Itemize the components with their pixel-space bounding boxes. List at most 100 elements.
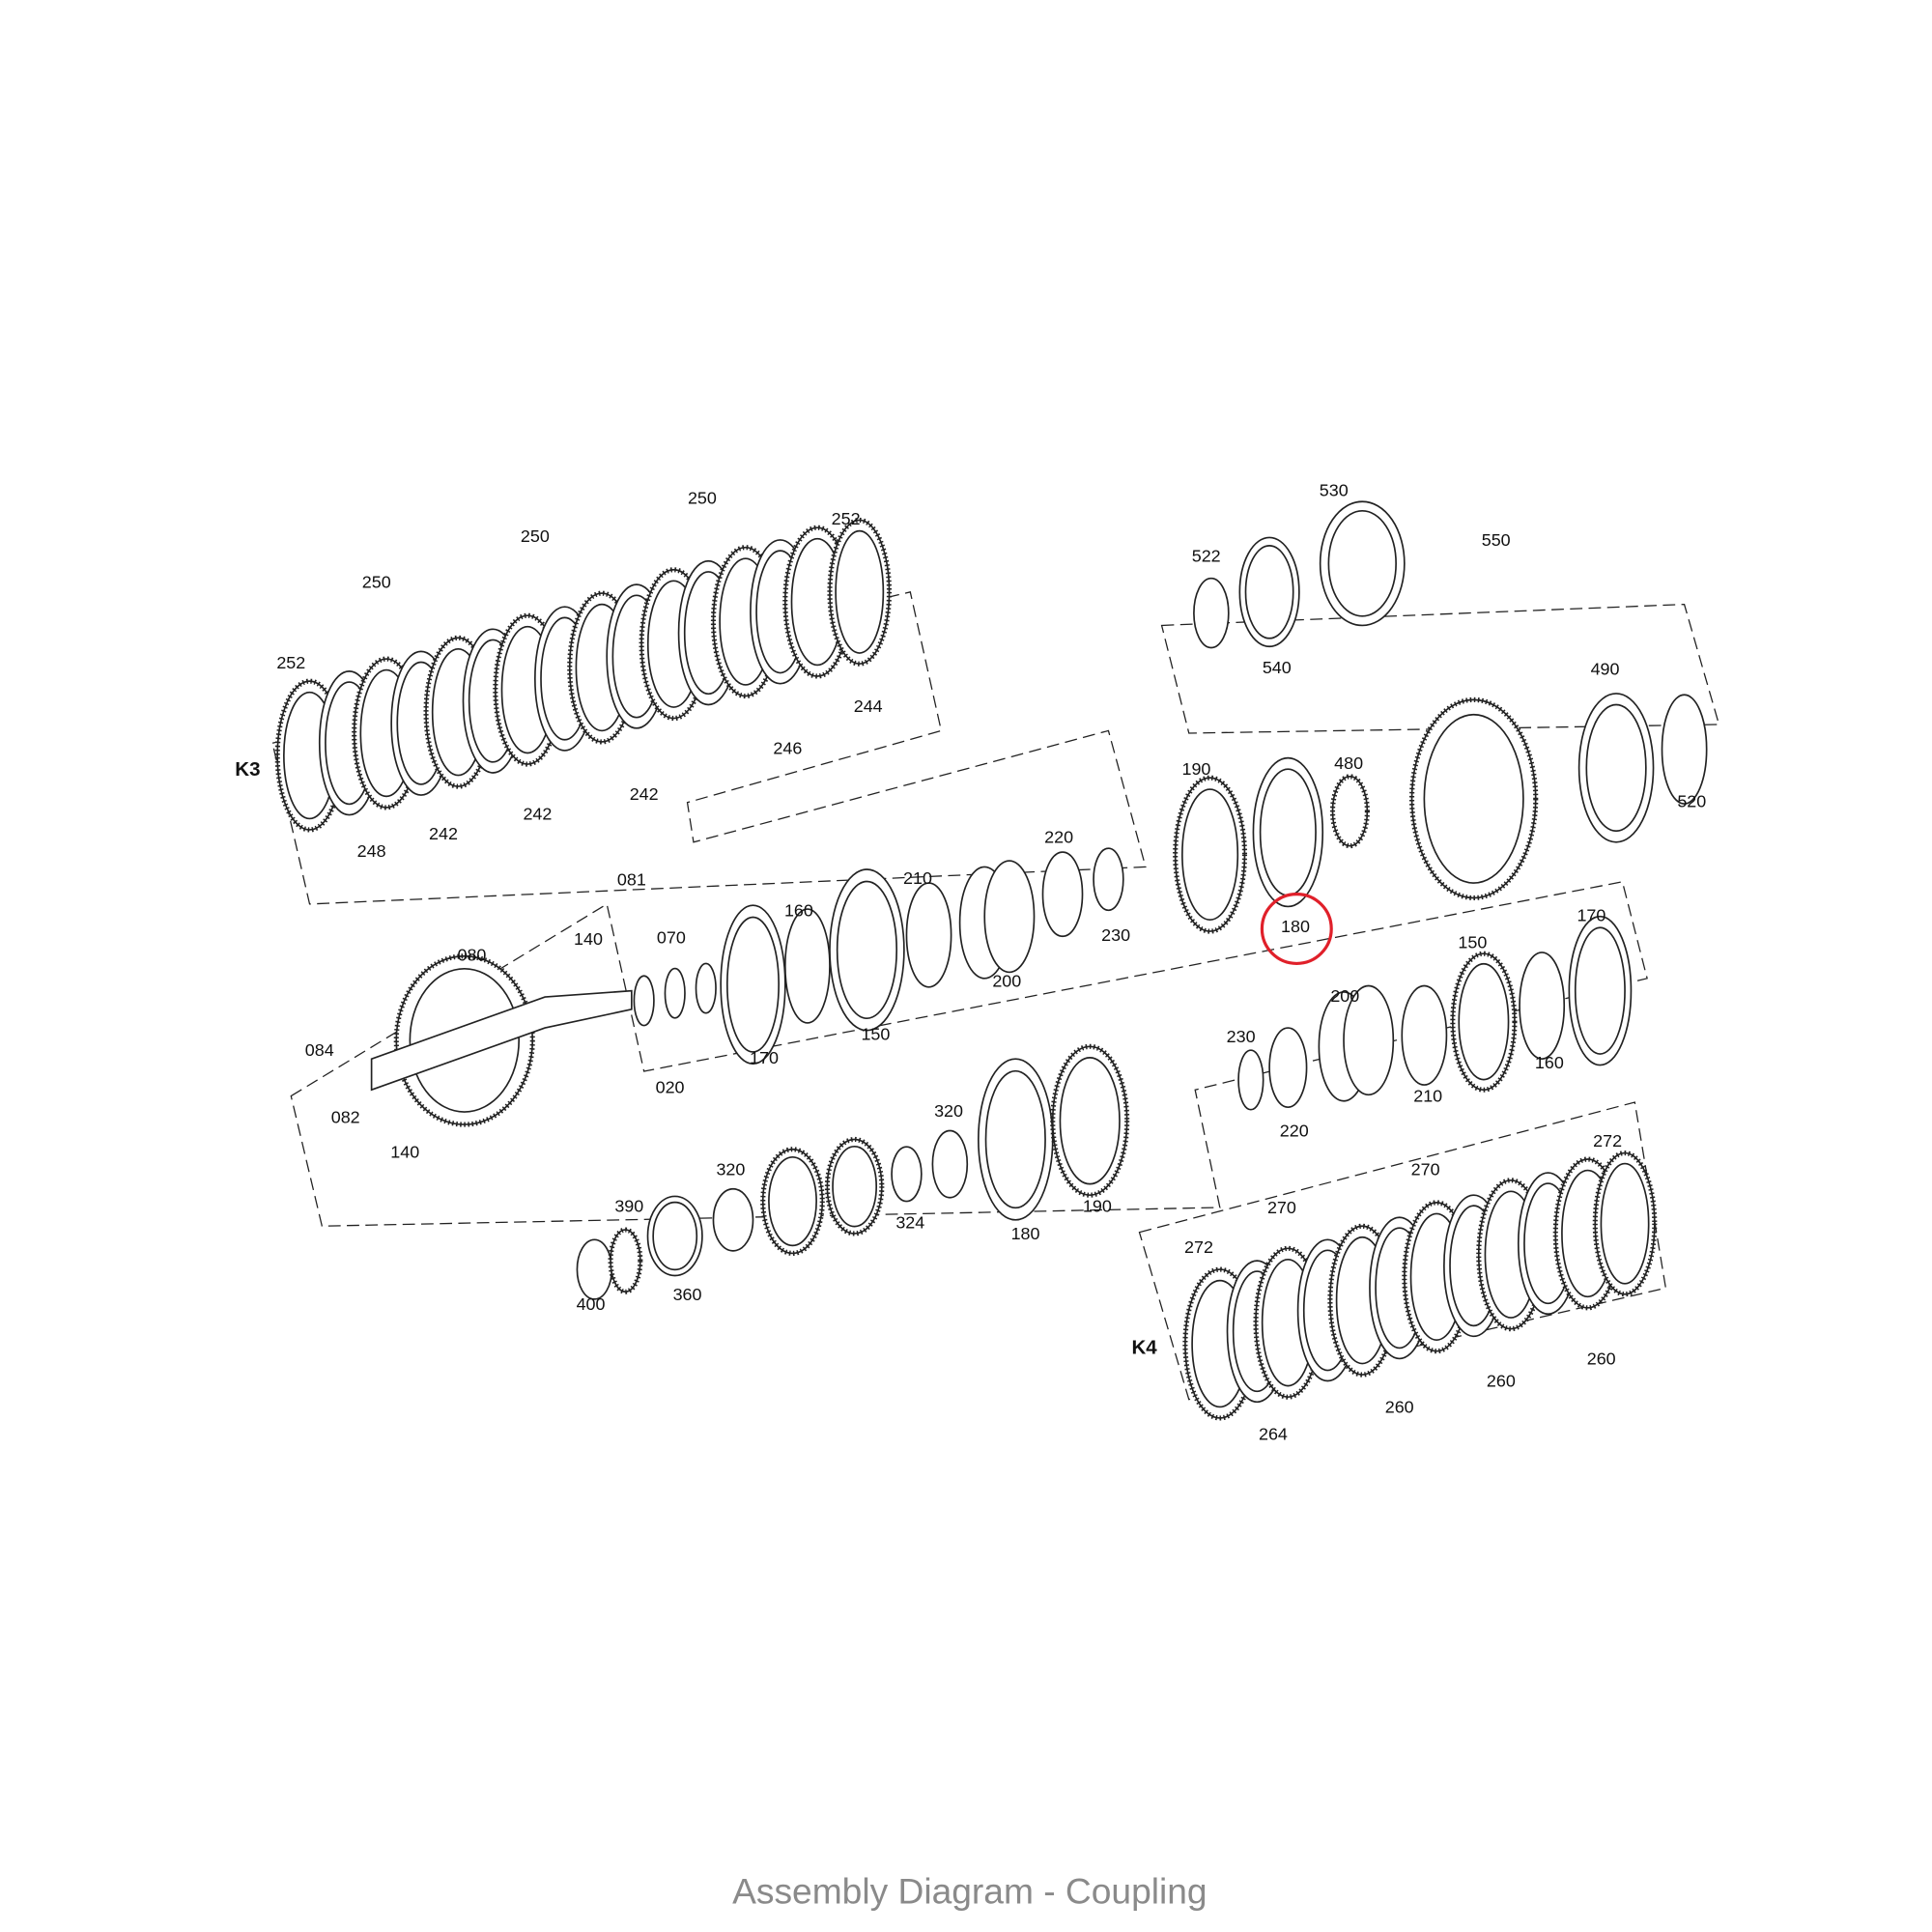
part-label-lower[interactable]: 324 — [895, 1212, 924, 1232]
ring-part — [931, 1129, 969, 1199]
ring-part — [633, 975, 655, 1027]
part-label-output[interactable]: 520 — [1677, 792, 1706, 811]
part-label-output[interactable]: 490 — [1591, 659, 1620, 678]
ring-part — [1041, 851, 1084, 938]
k4-group-box — [1138, 1101, 1667, 1401]
ring-part — [891, 1146, 923, 1203]
ring-part — [1237, 1049, 1264, 1111]
part-label-k3[interactable]: 252 — [276, 653, 305, 672]
inner-rim — [1458, 962, 1510, 1081]
part-label-k3[interactable]: 246 — [773, 738, 802, 757]
inner-rim — [725, 916, 780, 1053]
part-label-k4_piston[interactable]: 230 — [1227, 1027, 1256, 1046]
part-label-shaft[interactable]: 084 — [305, 1040, 334, 1060]
part-label-k4[interactable]: 272 — [1184, 1237, 1213, 1257]
part-label-lower[interactable]: 190 — [1083, 1197, 1112, 1216]
parts — [274, 500, 1708, 1421]
ring-part — [1343, 984, 1395, 1096]
part-label-lower[interactable]: 400 — [577, 1294, 606, 1314]
part-label-k4_piston[interactable]: 160 — [1535, 1053, 1564, 1072]
part-label-lower[interactable]: 320 — [934, 1101, 963, 1121]
part-label-output[interactable]: 550 — [1482, 530, 1511, 550]
part-label-k3[interactable]: 250 — [521, 526, 550, 546]
highlight-circle[interactable] — [1260, 893, 1333, 966]
part-label-k3[interactable]: 244 — [854, 696, 883, 716]
part-label-k3[interactable]: 252 — [832, 509, 861, 528]
gear-teeth — [827, 517, 893, 667]
inner-rim — [1585, 703, 1647, 833]
group-label-k3: K3 — [235, 758, 260, 781]
part-label-shaft[interactable]: 200 — [992, 971, 1021, 990]
part-label-output[interactable]: 522 — [1192, 547, 1221, 566]
part-label-lower[interactable]: 180 — [1011, 1224, 1040, 1243]
part-label-output[interactable]: 190 — [1181, 759, 1210, 779]
part-label-lower[interactable]: 390 — [614, 1197, 643, 1216]
part-label-k3[interactable]: 242 — [523, 804, 552, 823]
part-label-output[interactable]: 530 — [1320, 481, 1349, 500]
part-label-k4[interactable]: 264 — [1259, 1425, 1288, 1444]
part-label-k4[interactable]: 270 — [1267, 1198, 1296, 1217]
gear-teeth — [1450, 951, 1518, 1093]
part-label-shaft[interactable]: 081 — [617, 869, 646, 889]
inner-rim — [835, 529, 885, 654]
inner-rim — [836, 880, 898, 1019]
part-label-output[interactable]: 180 — [1281, 917, 1310, 936]
part-label-k3[interactable]: 248 — [357, 841, 386, 861]
part-label-lower[interactable]: 360 — [673, 1285, 702, 1304]
group-label-k4: K4 — [1132, 1337, 1158, 1359]
part-label-k3[interactable]: 250 — [362, 573, 391, 592]
group-boundaries — [271, 591, 1720, 1401]
part-label-shaft[interactable]: 210 — [903, 868, 932, 888]
part-label-shaft[interactable]: 140 — [390, 1142, 419, 1161]
part-label-shaft[interactable]: 150 — [861, 1025, 890, 1044]
inner-rim — [1423, 713, 1524, 884]
part-label-k4_piston[interactable]: 220 — [1280, 1122, 1309, 1141]
part-label-output[interactable]: 480 — [1334, 753, 1363, 773]
inner-rim — [1259, 768, 1317, 896]
part-label-k4[interactable]: 260 — [1385, 1397, 1414, 1416]
part-label-shaft[interactable]: 230 — [1101, 925, 1130, 945]
ring-part — [695, 962, 717, 1014]
part-label-k4_piston[interactable]: 170 — [1577, 905, 1605, 924]
ring-part — [1661, 694, 1708, 805]
ring-part — [983, 860, 1036, 974]
part-label-k3[interactable]: 242 — [429, 824, 458, 843]
part-label-k4[interactable]: 272 — [1593, 1131, 1622, 1151]
part-label-k4_piston[interactable]: 200 — [1330, 986, 1359, 1006]
inner-rim — [768, 1155, 817, 1247]
ring-part — [1193, 577, 1230, 649]
ring-part — [664, 967, 686, 1019]
inner-rim — [1327, 510, 1397, 617]
gear-teeth — [1329, 774, 1370, 849]
part-label-k3[interactable]: 250 — [688, 488, 717, 507]
part-label-shaft[interactable]: 082 — [331, 1107, 360, 1126]
part-label-shaft[interactable]: 170 — [750, 1048, 779, 1067]
part-label-k4[interactable]: 260 — [1587, 1349, 1616, 1368]
part-label-shaft[interactable]: 220 — [1044, 828, 1073, 847]
part-label-shaft[interactable]: 020 — [656, 1078, 685, 1097]
part-label-k4[interactable]: 260 — [1487, 1372, 1516, 1391]
ring-part — [1093, 847, 1124, 912]
inner-rim — [1059, 1057, 1121, 1185]
input-shaft — [370, 989, 633, 1092]
part-label-k4_piston[interactable]: 210 — [1413, 1087, 1442, 1106]
part-label-shaft[interactable]: 140 — [574, 929, 603, 949]
part-label-lower[interactable]: 320 — [716, 1159, 745, 1179]
gear-teeth — [608, 1227, 643, 1294]
diagram-caption: Assembly Diagram - Coupling — [732, 1871, 1207, 1912]
part-label-shaft[interactable]: 080 — [457, 945, 486, 964]
ring-part — [1519, 952, 1566, 1060]
gear-teeth — [393, 953, 535, 1127]
part-label-k4_piston[interactable]: 150 — [1458, 933, 1487, 952]
inner-rim — [984, 1069, 1046, 1209]
part-label-output[interactable]: 540 — [1263, 658, 1292, 677]
part-label-k3[interactable]: 242 — [630, 784, 659, 804]
part-label-shaft[interactable]: 070 — [657, 928, 686, 948]
gear-teeth — [760, 1147, 825, 1256]
ring-part — [905, 882, 952, 988]
ring-part — [1268, 1027, 1308, 1108]
part-label-shaft[interactable]: 160 — [784, 900, 813, 920]
ring-part — [576, 1238, 613, 1300]
part-label-k4[interactable]: 270 — [1411, 1159, 1440, 1179]
